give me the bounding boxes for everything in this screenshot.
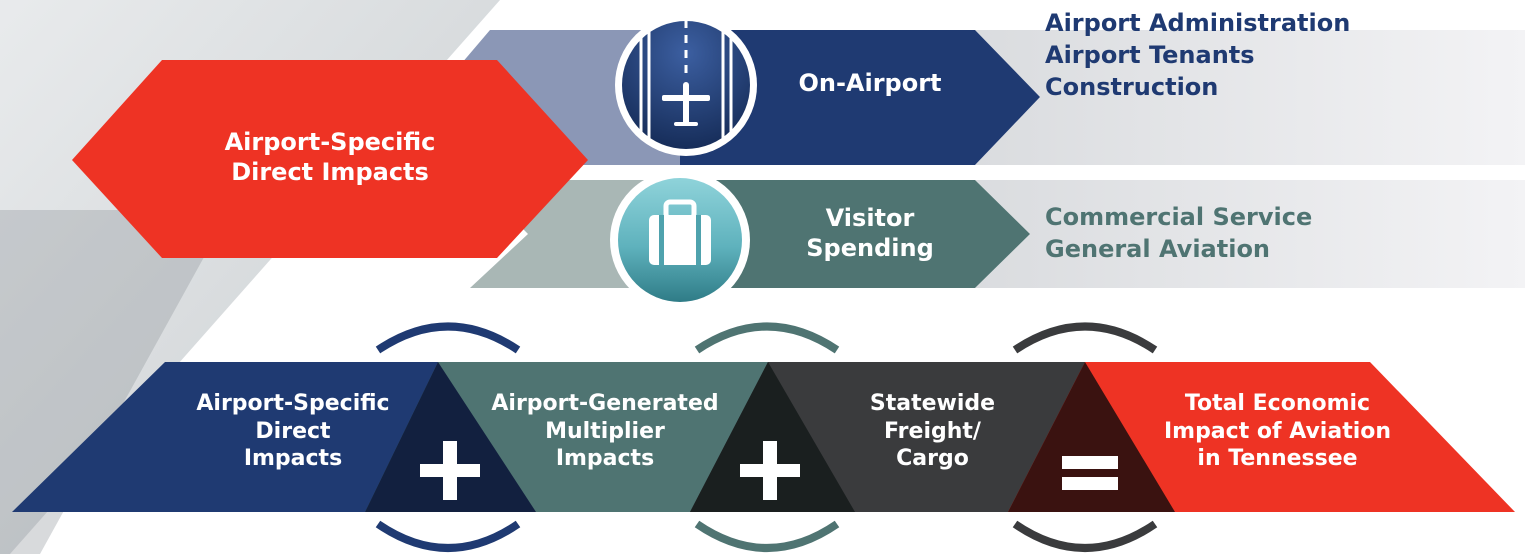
term2-arc-bottom	[694, 520, 840, 552]
term1-arc-bottom	[375, 520, 521, 552]
row1-arrow	[680, 30, 1040, 165]
main-impact-label: Airport-Specific Direct Impacts	[224, 128, 436, 186]
runway-airplane-icon	[615, 14, 757, 156]
equation-term-2: Airport-Generated Multiplier Impacts	[491, 391, 719, 471]
operator-bg-1	[365, 362, 536, 512]
operator-bg-2	[690, 362, 855, 512]
equation-term-1: Airport-Specific Direct Impacts	[196, 391, 390, 471]
row2-items-panel	[975, 180, 1525, 288]
term3-arc-top	[1012, 322, 1158, 354]
main-impact-hexagon	[72, 60, 588, 258]
row2-arrow	[680, 180, 1030, 288]
equation-term-4: Total Economic Impact of Aviation in Ten…	[1163, 391, 1392, 471]
plus-icon	[420, 441, 480, 500]
plus-icon	[740, 441, 800, 500]
equation-term-3: Statewide Freight/ Cargo	[869, 391, 996, 471]
term1-arc-top	[375, 322, 521, 354]
term3-arc-bottom	[1012, 520, 1158, 552]
row2-items-list: Commercial Service General Aviation	[1045, 202, 1515, 266]
row1-item: Airport Administration	[1045, 9, 1351, 37]
operator-bg-3	[1008, 362, 1175, 512]
term2-arc-top	[694, 322, 840, 354]
row1-label: On-Airport	[798, 69, 942, 97]
row2-label: Visitor Spending	[806, 204, 934, 262]
suitcase-icon	[610, 170, 750, 310]
row2-item: Commercial Service	[1045, 203, 1313, 231]
row1-item: Airport Tenants	[1045, 41, 1255, 69]
row1-item: Construction	[1045, 73, 1219, 101]
row2-item: General Aviation	[1045, 235, 1271, 263]
equals-icon	[1062, 456, 1118, 490]
row1-items-panel	[975, 30, 1525, 165]
row1-items-list: Airport Administration Airport Tenants C…	[1045, 8, 1515, 104]
